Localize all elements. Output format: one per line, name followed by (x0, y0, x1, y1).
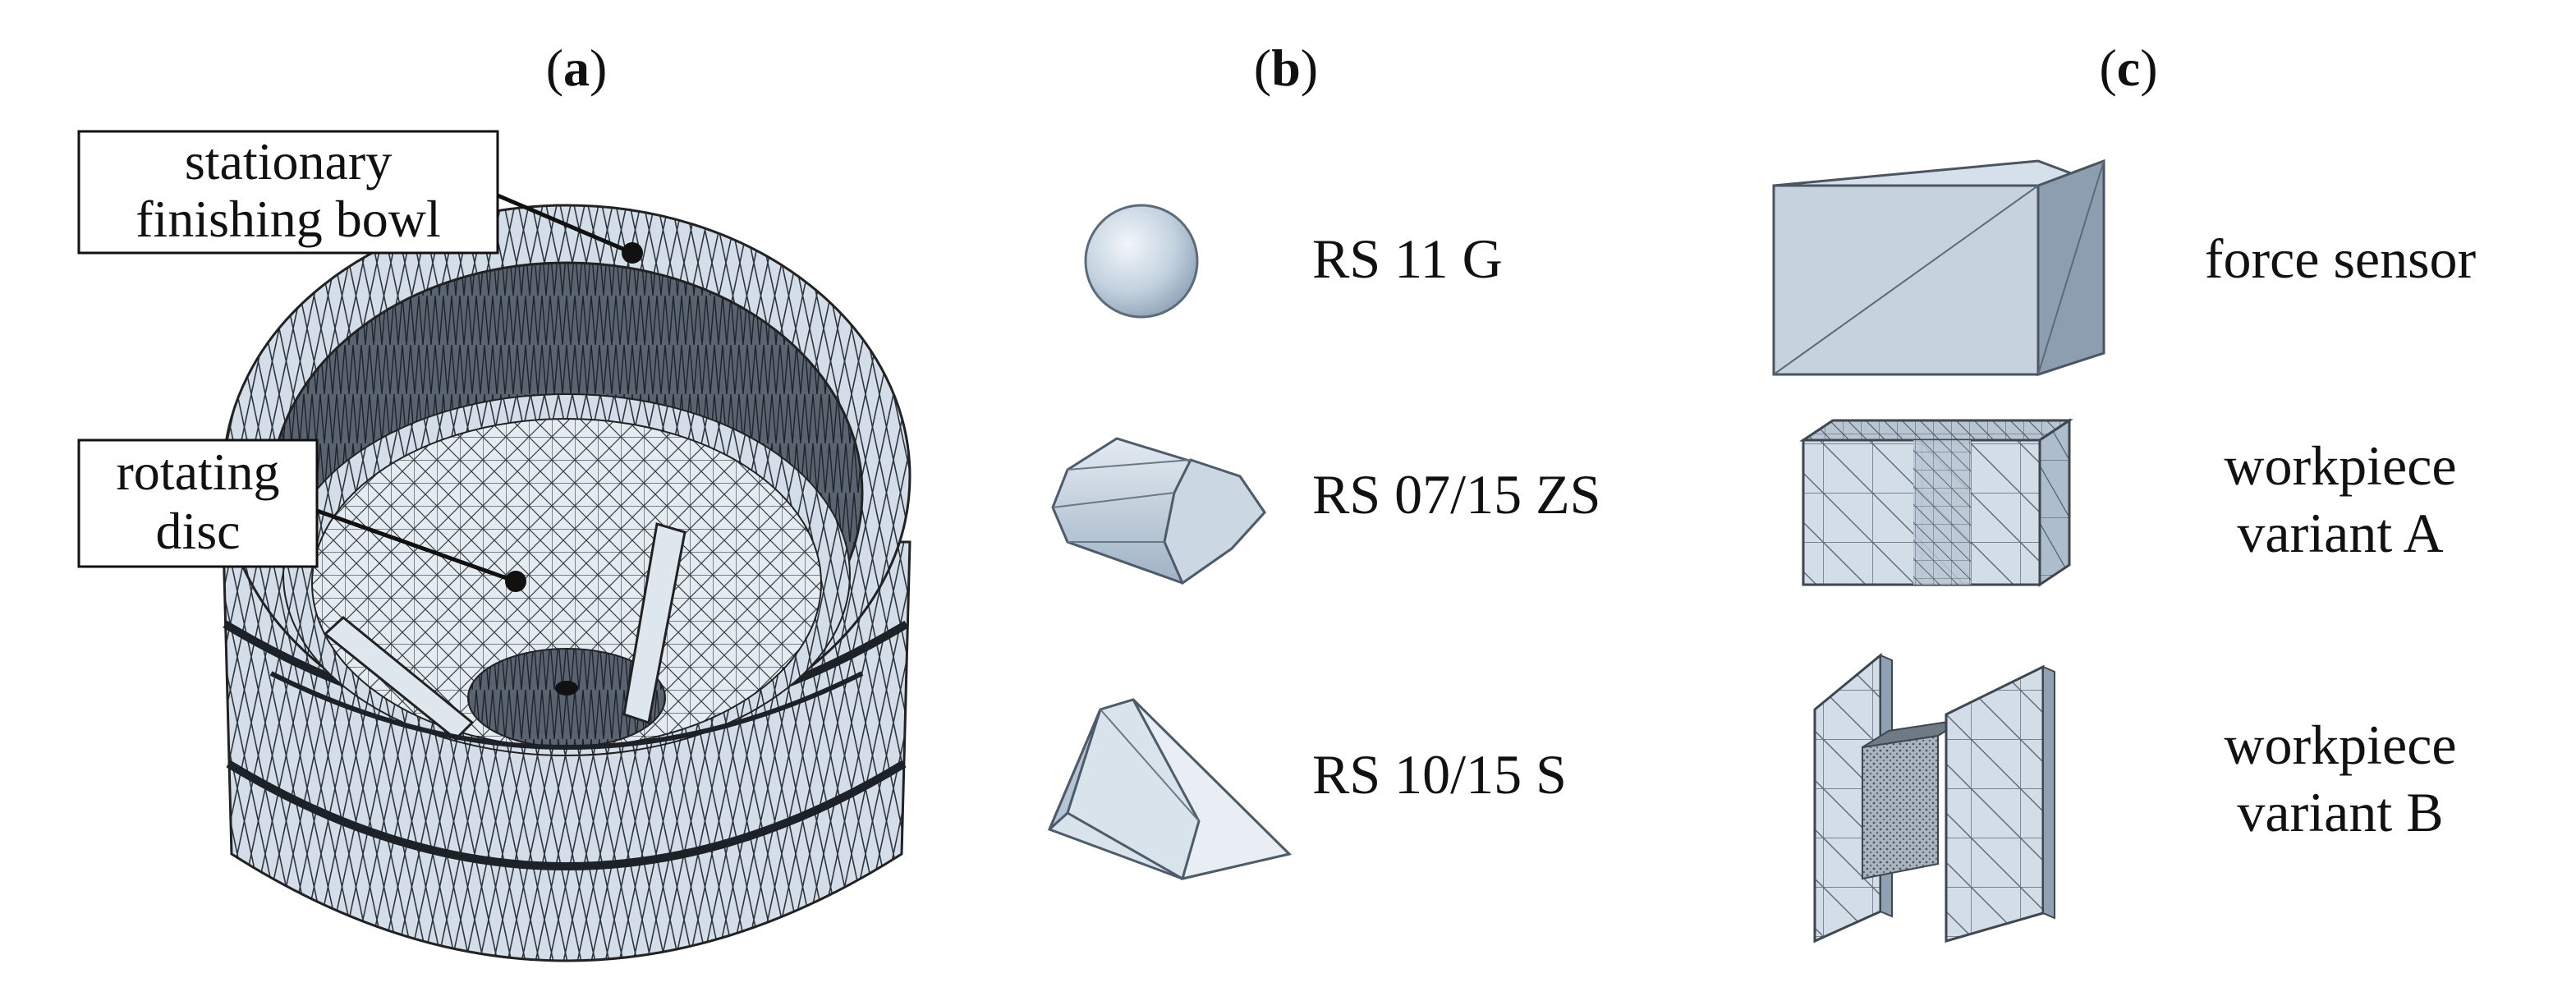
panel-c-label: (c) (2099, 39, 2157, 97)
callout-bowl-box (77, 130, 499, 255)
panel-b: (b) RS 11 G RS 07/15 ZS RS 10/15 S (1048, 39, 1600, 881)
fixture-label-1a: force sensor (2205, 227, 2477, 290)
callout-bowl: stationary finishing bowl (77, 130, 643, 264)
callout-disc-leader (316, 508, 517, 584)
callout-bowl-dot (622, 242, 643, 264)
fixture-label-3b: variant B (2237, 781, 2443, 843)
panel-b-label: (b) (1254, 39, 1318, 97)
media-sphere-rs11g (1084, 204, 1199, 319)
panel-c: (c) force sensor workpiece variant A (1772, 39, 2477, 944)
workpiece-variant-b (1813, 652, 2055, 944)
callout-disc-dot (505, 571, 526, 592)
fixture-label-3a: workpiece (2224, 714, 2456, 776)
finishing-bowl-illustration (222, 204, 911, 962)
media-label-3: RS 10/15 S (1312, 743, 1567, 806)
fixture-label-2b: variant A (2237, 502, 2443, 564)
workpiece-variant-a (1799, 418, 2073, 587)
disc-hub-center (555, 681, 578, 696)
panel-a: (a) stationary fini (77, 39, 911, 962)
panel-a-label: (a) (546, 39, 608, 97)
callout-disc: rotating disc (77, 439, 526, 592)
callout-disc-box (77, 439, 319, 568)
bowl-wall-band-lower (226, 760, 907, 870)
callout-bowl-line2: finishing bowl (135, 190, 441, 248)
disc-vane-left (323, 616, 475, 742)
callout-disc-line1: rotating (116, 443, 279, 501)
media-prism-rs1015s (1048, 698, 1292, 881)
media-cylinder-rs0715zs (1051, 437, 1266, 585)
callout-bowl-line1: stationary (185, 132, 392, 191)
fixture-label-2a: workpiece (2224, 434, 2456, 497)
force-sensor-block (1772, 158, 2105, 377)
disc-vane-right (622, 522, 686, 724)
callout-disc-line2: disc (155, 502, 240, 560)
callout-bowl-leader (497, 193, 633, 255)
media-label-2: RS 07/15 ZS (1312, 463, 1600, 526)
media-label-1: RS 11 G (1312, 227, 1503, 290)
bowl-rim-front (269, 671, 864, 750)
